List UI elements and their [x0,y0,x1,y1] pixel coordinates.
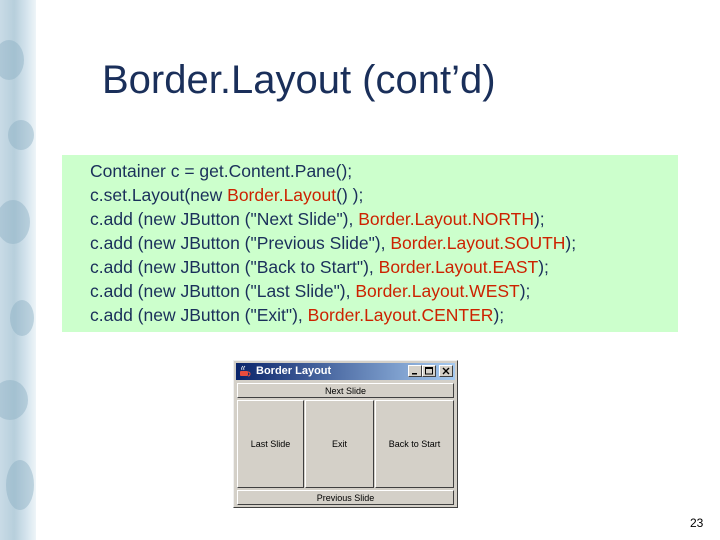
code-text: ); [533,209,545,229]
code-line-5: c.add (new JButton ("Back to Start"), Bo… [90,257,549,278]
slide-title: Border.Layout (cont’d) [102,58,496,102]
west-button[interactable]: Last Slide [237,400,304,488]
window-titlebar[interactable]: Border Layout [236,363,455,380]
code-line-3: c.add (new JButton ("Next Slide"), Borde… [90,209,545,230]
window-title: Border Layout [256,365,332,377]
code-block: Container c = get.Content.Pane(); c.set.… [62,155,678,332]
code-keyword: NORTH [472,209,534,229]
code-text: c.set.Layout(new [90,185,228,205]
code-keyword: Border.Layout. [307,305,422,325]
code-text: c.add (new JButton ("Last Slide"), [90,281,356,301]
south-button[interactable]: Previous Slide [237,490,454,505]
maximize-icon [425,367,433,375]
east-button[interactable]: Back to Start [375,400,454,488]
code-keyword: EAST [492,257,539,277]
code-line-4: c.add (new JButton ("Previous Slide"), B… [90,233,576,254]
code-keyword: SOUTH [504,233,566,253]
minimize-button[interactable] [408,365,422,377]
close-button[interactable] [439,365,453,377]
code-line-6: c.add (new JButton ("Last Slide"), Borde… [90,281,530,302]
page-number: 23 [690,516,704,530]
strip-blob [0,40,24,80]
code-text: ); [565,233,577,253]
code-text: ); [538,257,549,277]
code-text: c.add (new JButton ("Next Slide"), [90,209,359,229]
code-keyword: CENTER [421,305,494,325]
code-text: c.add (new JButton ("Exit"), [90,305,308,325]
code-text: c.add (new JButton ("Previous Slide"), [90,233,391,253]
border-layout-window: Border Layout Next Slide Last Slide Exit… [233,360,458,508]
code-text: ); [493,305,505,325]
center-button[interactable]: Exit [305,400,374,488]
minimize-icon [412,373,417,375]
decorative-side-strip [0,0,36,540]
code-keyword: Border.Layout. [355,281,470,301]
java-cup-icon [240,365,251,377]
strip-blob [0,200,30,244]
code-text: Container c = get.Content.Pane(); [90,161,353,181]
code-keyword: Border.Layout. [390,233,505,253]
strip-blob [10,300,34,336]
maximize-button[interactable] [422,365,436,377]
strip-blob [0,380,28,420]
code-keyword: Border.Layout. [378,257,493,277]
close-icon [442,367,450,375]
code-line-7: c.add (new JButton ("Exit"), Border.Layo… [90,305,504,326]
north-button[interactable]: Next Slide [237,383,454,398]
code-keyword: Border.Layout. [358,209,473,229]
code-text: () ); [336,185,364,205]
code-text: ); [519,281,531,301]
code-line-2: c.set.Layout(new Border.Layout() ); [90,185,363,206]
code-text: c.add (new JButton ("Back to Start"), [90,257,379,277]
strip-blob [6,460,34,510]
strip-blob [8,120,34,150]
code-keyword: WEST [469,281,520,301]
code-keyword: Border.Layout [227,185,337,205]
code-line-1: Container c = get.Content.Pane(); [90,161,352,182]
